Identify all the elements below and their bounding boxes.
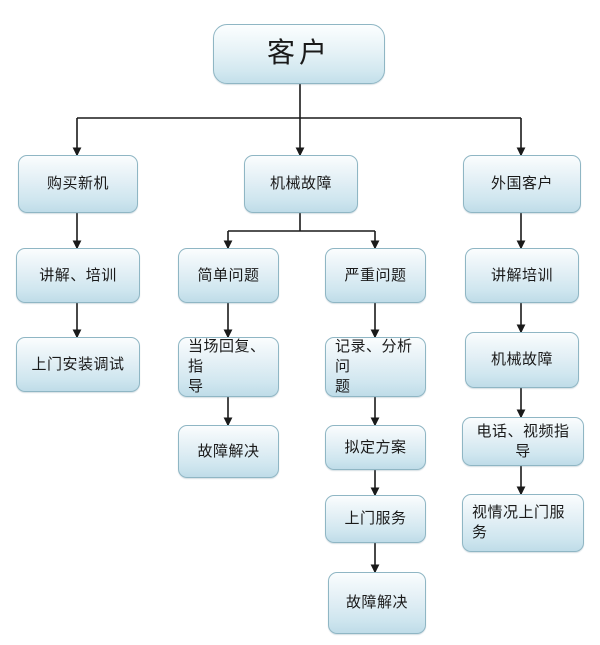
node-root-customer[interactable]: 客户 [213, 24, 385, 84]
node-foreign-explain-training[interactable]: 讲解培训 [465, 248, 579, 303]
node-foreign-mechanical-failure[interactable]: 机械故障 [465, 332, 579, 388]
node-foreign-customer[interactable]: 外国客户 [463, 155, 581, 213]
node-phone-video-guidance[interactable]: 电话、视频指导 [462, 417, 584, 466]
node-severe-problem[interactable]: 严重问题 [325, 248, 426, 303]
node-onsite-installation-debug[interactable]: 上门安装调试 [16, 337, 140, 392]
node-simple-problem[interactable]: 简单问题 [178, 248, 279, 303]
node-draft-plan[interactable]: 拟定方案 [325, 425, 426, 470]
node-record-analyze-problem[interactable]: 记录、分析问 题 [325, 337, 426, 397]
node-onsite-service[interactable]: 上门服务 [325, 495, 426, 543]
node-explain-training[interactable]: 讲解、培训 [16, 248, 140, 303]
node-conditional-onsite-service[interactable]: 视情况上门服 务 [462, 494, 584, 552]
node-fault-resolved-severe[interactable]: 故障解决 [328, 572, 426, 634]
node-mechanical-failure[interactable]: 机械故障 [244, 155, 358, 213]
node-onsite-reply-guidance[interactable]: 当场回复、指 导 [178, 337, 279, 397]
node-fault-resolved-simple[interactable]: 故障解决 [178, 425, 279, 478]
node-buy-new-machine[interactable]: 购买新机 [18, 155, 138, 213]
